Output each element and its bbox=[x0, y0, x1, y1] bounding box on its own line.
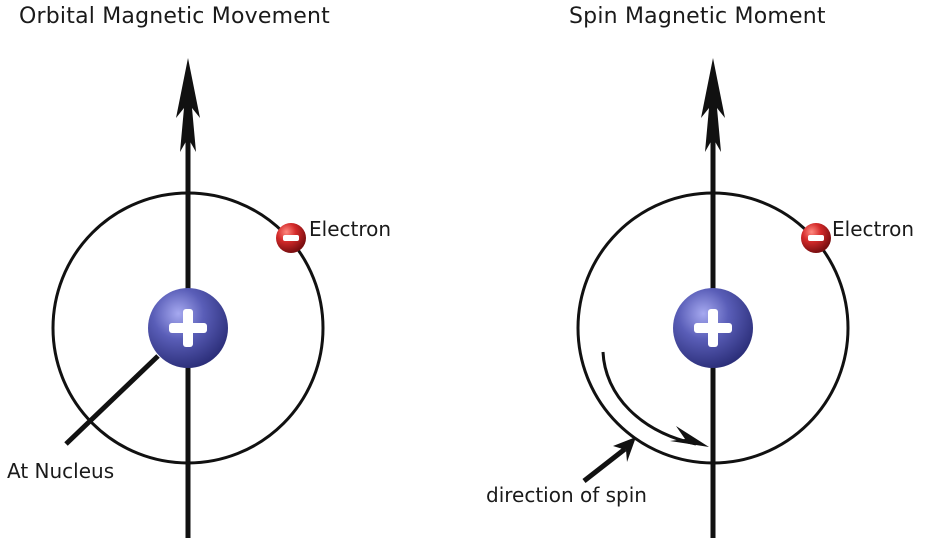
nucleus-pointer-line bbox=[66, 356, 158, 444]
spin-diagram bbox=[578, 58, 848, 538]
nucleus-label: At Nucleus bbox=[7, 459, 114, 483]
orbital-title: Orbital Magnetic Movement bbox=[19, 4, 330, 29]
axis-arrowhead bbox=[701, 58, 725, 152]
axis-arrowhead bbox=[176, 58, 200, 152]
electron-label: Electron bbox=[309, 217, 391, 241]
spin-arc-arrowhead bbox=[670, 426, 709, 447]
electron bbox=[801, 223, 831, 253]
electron bbox=[276, 223, 306, 253]
electron-label: Electron bbox=[832, 217, 914, 241]
nucleus bbox=[148, 288, 228, 368]
spin-pointer-line bbox=[584, 449, 625, 481]
spin-direction-label: direction of spin bbox=[486, 483, 647, 507]
spin-title: Spin Magnetic Moment bbox=[569, 4, 826, 29]
nucleus bbox=[673, 288, 753, 368]
